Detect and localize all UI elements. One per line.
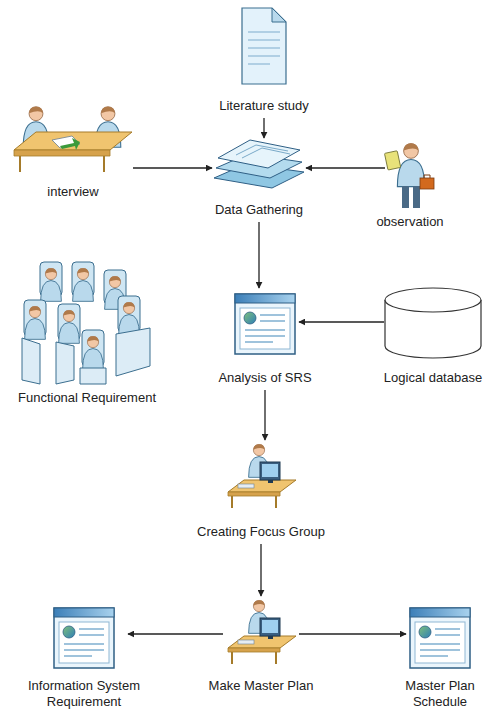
node-label: Logical database — [384, 370, 482, 386]
window-icon — [410, 608, 470, 668]
node-label: Functional Requirement — [18, 390, 156, 406]
flow-arrow — [264, 390, 265, 440]
output-node: Master Plan Schedule — [408, 606, 472, 670]
flow-arrow — [299, 321, 384, 322]
flow-arrow — [133, 167, 212, 168]
window-icon — [54, 608, 114, 668]
interview-node: interview — [14, 104, 132, 172]
meeting-node: Functional Requirement — [22, 262, 152, 384]
flow-arrow — [258, 222, 259, 288]
interview-icon — [14, 107, 132, 172]
document-icon — [242, 8, 286, 84]
document-node: Literature study — [242, 8, 286, 84]
observation-icon — [384, 144, 434, 208]
flow-arrow — [260, 544, 261, 596]
node-label: Make Master Plan — [209, 678, 314, 694]
node-label: Analysis of SRS — [218, 370, 311, 386]
node-label: observation — [376, 214, 443, 230]
node-label: Information System Requirement — [18, 678, 150, 710]
stacked-papers-icon — [214, 140, 304, 188]
node-label: Literature study — [219, 98, 309, 114]
desk-computer-icon — [228, 444, 296, 508]
node-label: Master Plan Schedule — [392, 678, 488, 710]
flow-arrow — [263, 118, 264, 138]
database-cylinder — [385, 288, 481, 358]
meeting-icon — [22, 262, 150, 384]
flow-arrow — [128, 633, 223, 634]
srs-node: Analysis of SRS — [233, 290, 297, 358]
output-node: Information System Requirement — [42, 606, 126, 670]
node-label: Creating Focus Group — [197, 524, 325, 540]
flow-arrow — [306, 167, 385, 168]
database-node: Logical database — [385, 288, 481, 358]
window-icon — [235, 294, 295, 354]
node-label: Data Gathering — [215, 202, 303, 218]
desk-computer-icon — [228, 600, 296, 664]
observation-node: observation — [386, 140, 434, 208]
master-plan-node: Make Master Plan — [224, 598, 298, 666]
node-label: interview — [47, 184, 98, 200]
focus-group-node: Creating Focus Group — [224, 442, 298, 510]
data-gathering-node: Data Gathering — [214, 140, 304, 188]
flow-arrow — [299, 633, 406, 634]
